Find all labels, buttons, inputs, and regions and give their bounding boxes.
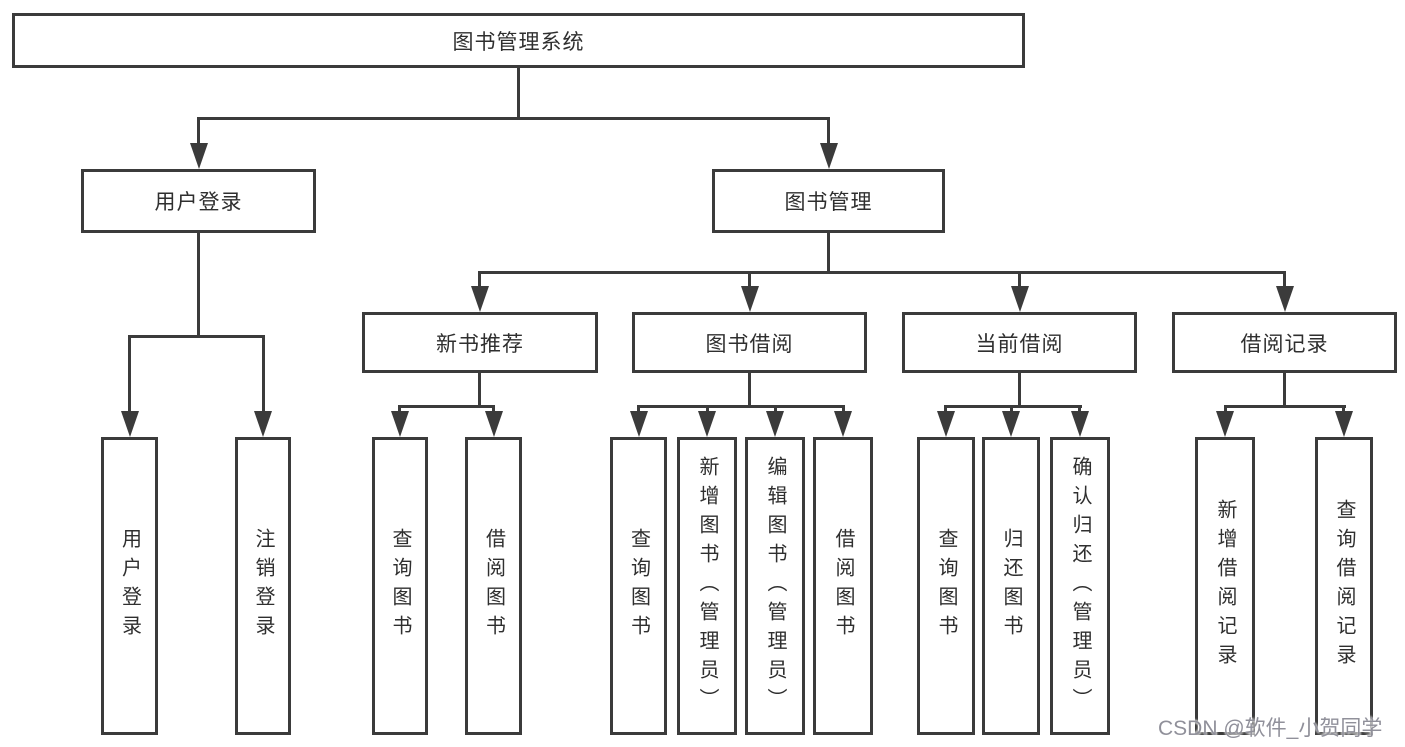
arrow-edit-books bbox=[766, 411, 784, 437]
arrow-leaf-user-login bbox=[121, 411, 139, 437]
leaf-borrow-books-recommend-label: 借阅图书 bbox=[482, 528, 505, 644]
leaf-add-books-admin-label: 新增图书（管理员） bbox=[696, 455, 718, 717]
arrow-return-books bbox=[1002, 411, 1020, 437]
arrow-borrow-records bbox=[1276, 286, 1294, 312]
connector-book-management-stem bbox=[827, 231, 830, 274]
leaf-confirm-return-admin-label: 确认归还（管理员） bbox=[1069, 455, 1091, 717]
node-book-management-label: 图书管理 bbox=[784, 191, 873, 214]
connector-drop-book-borrow bbox=[748, 271, 751, 289]
leaf-query-books-recommend-label: 查询图书 bbox=[389, 528, 411, 644]
connector-drop-edit-books bbox=[774, 405, 777, 415]
node-user-login: 用户登录 bbox=[81, 169, 316, 233]
arrow-user-login bbox=[190, 143, 208, 169]
node-root: 图书管理系统 bbox=[12, 13, 1025, 68]
connector-drop-borrow-recommend bbox=[492, 405, 495, 415]
connector-drop-current-borrow bbox=[1018, 271, 1021, 289]
arrow-current-borrow bbox=[1011, 286, 1029, 312]
leaf-borrow-books-recommend: 借阅图书 bbox=[465, 437, 522, 735]
node-new-book-recommend: 新书推荐 bbox=[362, 312, 598, 373]
connector-drop-book-management bbox=[827, 117, 830, 145]
node-book-borrow-label: 图书借阅 bbox=[705, 332, 794, 356]
connector-drop-leaf-logout bbox=[262, 335, 265, 415]
connector-current-borrow-bar bbox=[945, 405, 1082, 408]
arrow-query-current bbox=[937, 411, 955, 437]
connector-drop-borrow-books bbox=[842, 405, 845, 415]
connector-root-stem bbox=[517, 68, 520, 119]
connector-level2-bar bbox=[197, 117, 830, 120]
arrow-query-record bbox=[1335, 411, 1353, 437]
connector-drop-new-book bbox=[478, 271, 481, 289]
node-current-borrow-label: 当前借阅 bbox=[975, 332, 1064, 356]
connector-drop-query-recommend bbox=[398, 405, 401, 415]
arrow-book-management bbox=[820, 143, 838, 169]
connector-drop-query-borrow bbox=[637, 405, 640, 415]
node-root-label: 图书管理系统 bbox=[452, 30, 585, 54]
connector-book-borrow-bar bbox=[637, 405, 845, 408]
arrow-leaf-logout bbox=[254, 411, 272, 437]
leaf-query-books-borrow: 查询图书 bbox=[610, 437, 667, 735]
arrow-borrow-books bbox=[834, 411, 852, 437]
arrow-book-borrow bbox=[741, 286, 759, 312]
connector-drop-user-login bbox=[197, 117, 200, 145]
arrow-add-books bbox=[698, 411, 716, 437]
node-current-borrow: 当前借阅 bbox=[902, 312, 1137, 373]
node-user-login-label: 用户登录 bbox=[154, 191, 243, 214]
connector-user-login-bar bbox=[128, 335, 265, 338]
connector-new-book-stem bbox=[478, 371, 481, 407]
leaf-logout: 注销登录 bbox=[235, 437, 291, 735]
node-book-management: 图书管理 bbox=[712, 169, 945, 233]
arrow-query-borrow bbox=[630, 411, 648, 437]
leaf-query-books-current-label: 查询图书 bbox=[935, 528, 957, 644]
node-book-borrow: 图书借阅 bbox=[632, 312, 867, 373]
connector-drop-confirm-return bbox=[1078, 405, 1081, 415]
leaf-add-borrow-record: 新增借阅记录 bbox=[1195, 437, 1255, 735]
node-new-book-recommend-label: 新书推荐 bbox=[436, 332, 524, 356]
csdn-watermark: CSDN @软件_小贺同学 bbox=[1158, 717, 1383, 740]
connector-new-book-bar bbox=[399, 405, 495, 408]
connector-level3-bar bbox=[479, 271, 1286, 274]
connector-drop-query-record bbox=[1342, 405, 1345, 415]
node-borrow-records-label: 借阅记录 bbox=[1240, 332, 1329, 356]
leaf-query-borrow-record-label: 查询借阅记录 bbox=[1333, 499, 1355, 673]
connector-drop-leaf-user-login bbox=[128, 335, 131, 415]
leaf-user-login-label: 用户登录 bbox=[118, 528, 141, 644]
leaf-add-borrow-record-label: 新增借阅记录 bbox=[1214, 499, 1236, 673]
arrow-new-book bbox=[471, 286, 489, 312]
connector-drop-add-record bbox=[1224, 405, 1227, 415]
leaf-query-books-borrow-label: 查询图书 bbox=[627, 528, 650, 644]
leaf-query-borrow-record: 查询借阅记录 bbox=[1315, 437, 1373, 735]
leaf-borrow-books-label: 借阅图书 bbox=[832, 528, 854, 644]
leaf-query-books-current: 查询图书 bbox=[917, 437, 975, 735]
connector-current-borrow-stem bbox=[1018, 371, 1021, 407]
leaf-add-books-admin: 新增图书（管理员） bbox=[677, 437, 737, 735]
arrow-add-record bbox=[1216, 411, 1234, 437]
leaf-edit-books-admin: 编辑图书（管理员） bbox=[745, 437, 805, 735]
arrow-confirm-return bbox=[1071, 411, 1089, 437]
leaf-confirm-return-admin: 确认归还（管理员） bbox=[1050, 437, 1110, 735]
connector-drop-borrow-records bbox=[1283, 271, 1286, 289]
arrow-query-recommend bbox=[391, 411, 409, 437]
connector-borrow-records-bar bbox=[1224, 405, 1346, 408]
leaf-borrow-books: 借阅图书 bbox=[813, 437, 873, 735]
node-borrow-records: 借阅记录 bbox=[1172, 312, 1397, 373]
leaf-user-login: 用户登录 bbox=[101, 437, 158, 735]
connector-borrow-records-stem bbox=[1283, 371, 1286, 407]
connector-drop-add-books bbox=[706, 405, 709, 415]
connector-drop-query-current bbox=[944, 405, 947, 415]
leaf-logout-label: 注销登录 bbox=[252, 528, 274, 644]
leaf-return-books: 归还图书 bbox=[982, 437, 1040, 735]
arrow-borrow-recommend bbox=[485, 411, 503, 437]
leaf-query-books-recommend: 查询图书 bbox=[372, 437, 428, 735]
connector-drop-return-books bbox=[1010, 405, 1013, 415]
connector-book-borrow-stem bbox=[748, 371, 751, 407]
leaf-edit-books-admin-label: 编辑图书（管理员） bbox=[764, 455, 786, 717]
connector-user-login-stem bbox=[197, 231, 200, 338]
leaf-return-books-label: 归还图书 bbox=[1000, 528, 1022, 644]
